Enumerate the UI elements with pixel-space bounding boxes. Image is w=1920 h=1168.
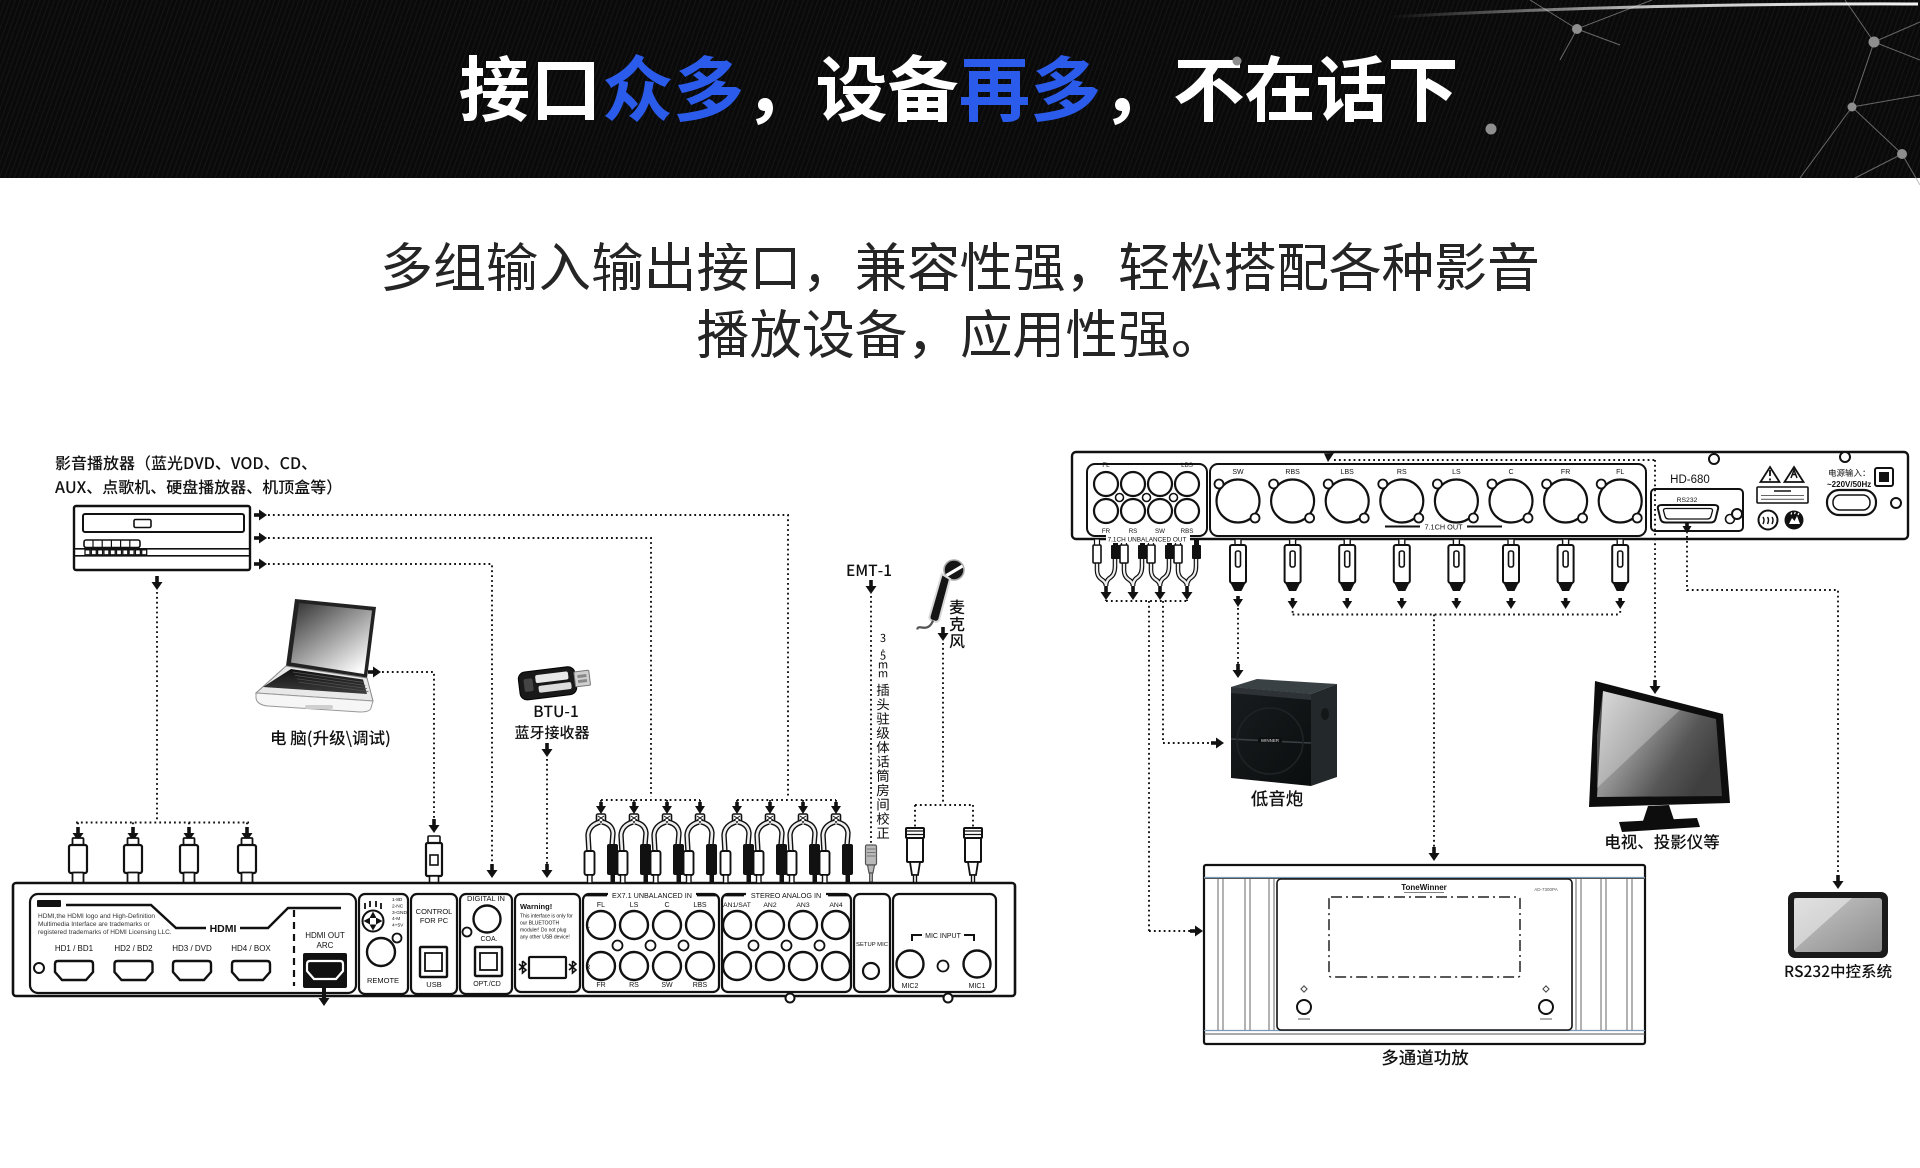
svg-text:AN1/SAT: AN1/SAT — [723, 902, 751, 909]
svg-text:FL: FL — [1102, 462, 1110, 469]
svg-text:HD1 / BD1: HD1 / BD1 — [55, 944, 94, 953]
svg-text:HD3 / DVD: HD3 / DVD — [172, 944, 212, 953]
svg-text:SETUP MIC: SETUP MIC — [856, 942, 889, 948]
svg-text:AN2: AN2 — [763, 902, 776, 909]
svg-text:our BLUETOOTH: our BLUETOOTH — [520, 921, 559, 927]
svg-text:This interface is only for: This interface is only for — [520, 914, 573, 920]
svg-text:HDMI,the HDMI logo and High-De: HDMI,the HDMI logo and High-Definition — [38, 913, 155, 920]
svg-text:HD4 / BOX: HD4 / BOX — [231, 944, 271, 953]
svg-text:LS: LS — [630, 902, 639, 909]
svg-text:moduler! Do not plug: moduler! Do not plug — [520, 928, 567, 934]
svg-text:2-NC: 2-NC — [392, 903, 404, 909]
svg-text:LBS: LBS — [693, 902, 707, 909]
svg-text:DIGITAL IN: DIGITAL IN — [467, 894, 505, 903]
svg-text:ARC: ARC — [317, 941, 334, 950]
svg-text:RS: RS — [629, 982, 639, 989]
svg-text:RS: RS — [1397, 469, 1407, 476]
svg-text:FR: FR — [1561, 469, 1570, 476]
svg-text:SW: SW — [1155, 528, 1165, 535]
svg-text:4+5V: 4+5V — [392, 923, 404, 929]
svg-text:HDMI OUT: HDMI OUT — [305, 931, 345, 940]
svg-text:SW: SW — [661, 982, 673, 989]
svg-text:HDMI: HDMI — [210, 923, 237, 935]
svg-text:AN3: AN3 — [796, 902, 809, 909]
svg-text:HD2 / BD2: HD2 / BD2 — [114, 944, 153, 953]
svg-text:SW: SW — [1232, 469, 1244, 476]
svg-text:WINNER: WINNER — [1261, 738, 1280, 743]
svg-text:RS232: RS232 — [1677, 497, 1698, 504]
svg-text:RBS: RBS — [693, 982, 708, 989]
svg-text:3-GND: 3-GND — [392, 910, 407, 916]
svg-text:Warning!: Warning! — [520, 902, 552, 911]
svg-text:any other USB device!: any other USB device! — [520, 935, 570, 941]
svg-text:LBS: LBS — [1181, 462, 1193, 469]
svg-text:Multimedia Interface are trade: Multimedia Interface are trademarks or — [38, 921, 150, 928]
svg-text:LBS: LBS — [1341, 469, 1355, 476]
svg-text:USB: USB — [426, 980, 441, 989]
svg-text:1-8D: 1-8D — [392, 897, 403, 903]
svg-text:RBS: RBS — [1181, 528, 1194, 535]
svg-text:RS: RS — [1129, 528, 1138, 535]
svg-text:FL: FL — [597, 902, 605, 909]
svg-text:FR: FR — [1102, 528, 1111, 535]
svg-text:registered trademarks of HDMI: registered trademarks of HDMI Licensing … — [38, 929, 172, 936]
svg-text:AD-7300PA: AD-7300PA — [1534, 887, 1557, 892]
svg-text:AN4: AN4 — [829, 902, 842, 909]
svg-text:7.1CH OUT: 7.1CH OUT — [1424, 523, 1463, 532]
svg-text:C: C — [1508, 469, 1513, 476]
svg-text:STEREO ANALOG IN: STEREO ANALOG IN — [751, 891, 821, 900]
svg-text:FL: FL — [1616, 469, 1624, 476]
svg-text:R: R — [586, 964, 591, 971]
svg-text:COA.: COA. — [480, 936, 497, 943]
svg-text:CONTROL: CONTROL — [416, 907, 453, 916]
svg-text:L: L — [586, 923, 590, 930]
svg-text:MIC INPUT: MIC INPUT — [925, 933, 962, 940]
svg-text:FR: FR — [596, 982, 605, 989]
svg-text:4-M: 4-M — [392, 916, 400, 922]
svg-text:OPT./CD: OPT./CD — [473, 981, 501, 988]
svg-text:~220V/50Hz: ~220V/50Hz — [1827, 480, 1871, 489]
svg-text:7.1CH UNBALANCED OUT: 7.1CH UNBALANCED OUT — [1108, 537, 1187, 544]
svg-text:ToneWinner: ToneWinner — [1401, 883, 1447, 892]
svg-text:MIC1: MIC1 — [969, 983, 986, 990]
svg-text:EX7.1 UNBALANCED IN: EX7.1 UNBALANCED IN — [612, 891, 692, 900]
svg-text:LS: LS — [1452, 469, 1461, 476]
svg-text:MIC2: MIC2 — [902, 983, 919, 990]
svg-text:HD-680: HD-680 — [1670, 474, 1710, 486]
svg-text:FOR PC: FOR PC — [420, 916, 449, 925]
svg-text:C: C — [664, 902, 669, 909]
svg-text:RBS: RBS — [1285, 469, 1300, 476]
svg-text:REMOTE: REMOTE — [367, 976, 399, 985]
